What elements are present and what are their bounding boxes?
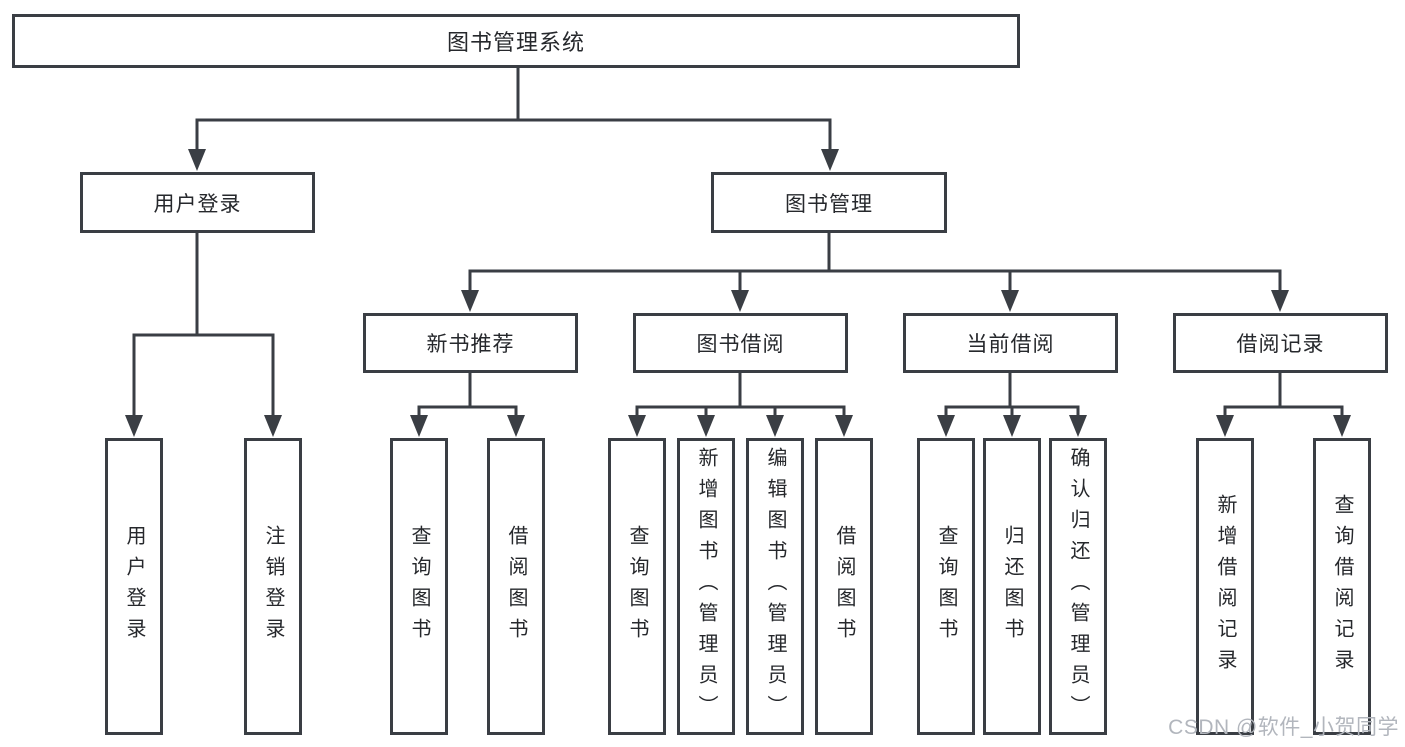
- leaf-current-query-books-label: 查询图书: [935, 524, 957, 649]
- leaf-records-add-record: 新增借阅记录: [1196, 438, 1254, 735]
- leaf-newbook-borrow-books: 借阅图书: [487, 438, 545, 735]
- node-root: 图书管理系统: [12, 14, 1020, 68]
- leaf-user-login: 用户登录: [105, 438, 163, 735]
- node-book-borrowing-label: 图书借阅: [696, 333, 785, 356]
- leaf-current-return-books-label: 归还图书: [1001, 524, 1023, 649]
- leaf-newbook-borrow-books-label: 借阅图书: [505, 524, 527, 649]
- leaf-borrow-add-books-admin: 新增图书（管理员）: [677, 438, 735, 735]
- node-user-login-label: 用户登录: [153, 192, 242, 216]
- leaf-user-login-label: 用户登录: [123, 524, 145, 649]
- node-user-login: 用户登录: [80, 172, 315, 233]
- leaf-borrow-query-books-label: 查询图书: [626, 524, 648, 649]
- leaf-newbook-query-books: 查询图书: [390, 438, 448, 735]
- node-borrowing-records: 借阅记录: [1173, 313, 1388, 373]
- node-borrowing-records-label: 借阅记录: [1236, 333, 1325, 356]
- node-new-book-recommendation: 新书推荐: [363, 313, 578, 373]
- node-current-borrowing-label: 当前借阅: [966, 333, 1055, 356]
- leaf-logout-label: 注销登录: [262, 524, 284, 649]
- leaf-current-query-books: 查询图书: [917, 438, 975, 735]
- node-book-management: 图书管理: [711, 172, 947, 233]
- leaf-current-return-books: 归还图书: [983, 438, 1041, 735]
- leaf-logout: 注销登录: [244, 438, 302, 735]
- leaf-records-add-record-label: 新增借阅记录: [1214, 493, 1236, 680]
- leaf-borrow-add-books-admin-label: 新增图书（管理员）: [695, 447, 717, 726]
- leaf-borrow-edit-books-admin-label: 编辑图书（管理员）: [764, 447, 786, 726]
- node-root-label: 图书管理系统: [446, 30, 585, 55]
- node-current-borrowing: 当前借阅: [903, 313, 1118, 373]
- arrowheads: [125, 149, 1351, 437]
- node-book-borrowing: 图书借阅: [633, 313, 848, 373]
- node-book-management-label: 图书管理: [785, 192, 873, 216]
- leaf-newbook-query-books-label: 查询图书: [408, 524, 430, 649]
- leaf-records-query-record-label: 查询借阅记录: [1331, 493, 1353, 680]
- leaf-records-query-record: 查询借阅记录: [1313, 438, 1371, 735]
- leaf-current-confirm-return-admin-label: 确认归还（管理员）: [1067, 447, 1089, 726]
- leaf-borrow-edit-books-admin: 编辑图书（管理员）: [746, 438, 804, 735]
- node-new-book-recommendation-label: 新书推荐: [426, 333, 515, 356]
- leaf-borrow-borrow-books-label: 借阅图书: [833, 524, 855, 649]
- leaf-borrow-query-books: 查询图书: [608, 438, 666, 735]
- csdn-watermark: CSDN @软件_小贺同学: [1168, 716, 1399, 739]
- leaf-borrow-borrow-books: 借阅图书: [815, 438, 873, 735]
- leaf-current-confirm-return-admin: 确认归还（管理员）: [1049, 438, 1107, 735]
